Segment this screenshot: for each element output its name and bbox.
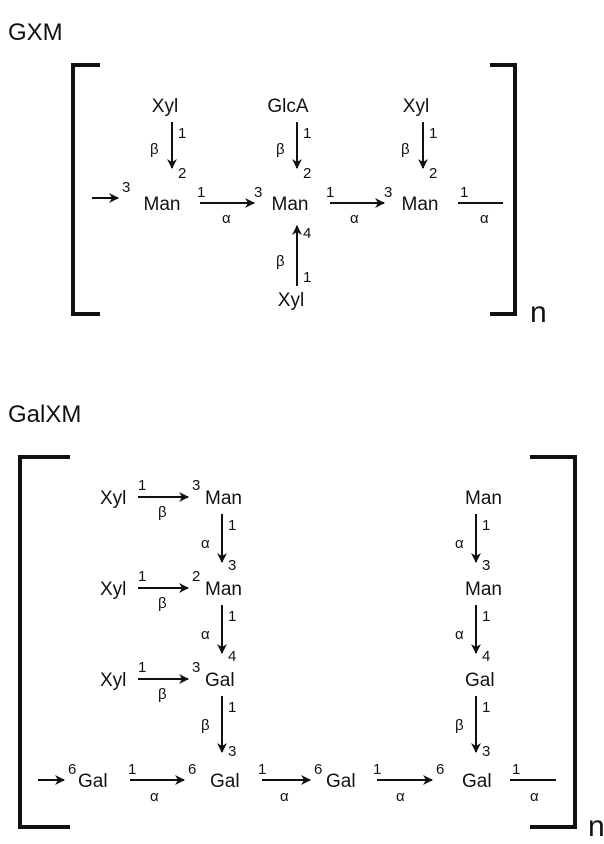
galxm-gal-branch-right: Gal [465,670,495,691]
galxm-gal-backbone-2: Gal [210,771,240,792]
gxm-exit-from: 1 [460,184,468,201]
galxm-lv1-anomer: α [201,535,210,552]
galxm-title: GalXM [8,401,81,428]
galxm-rv2-anomer: α [455,626,464,643]
galxm-bb3-anomer: α [396,788,405,805]
galxm-lv3-from: 1 [228,699,236,716]
gxm-structure: GXM n Xyl GlcA Xyl β 1 2 β 1 2 β 1 2 3 M… [8,19,547,329]
gxm-m1-from: 1 [197,184,205,201]
galxm-gal-backbone-1: Gal [78,771,108,792]
gxm-anomer-right: β [401,141,410,158]
galxm-rv2-to: 4 [482,648,490,665]
galxm-rv2-from: 1 [482,608,490,625]
galxm-lv2-to: 4 [228,648,236,665]
galxm-x2-anomer: β [158,595,167,612]
galxm-x1-to: 3 [192,477,200,494]
gxm-pos-center-to: 2 [303,165,311,182]
galxm-left-bracket [18,455,70,829]
galxm-right-bracket [530,455,577,829]
gxm-xyl-top-left: Xyl [152,96,178,117]
galxm-entry-pos: 6 [68,761,76,778]
galxm-xyl-2: Xyl [100,579,126,600]
gxm-m2-from: 1 [326,184,334,201]
galxm-man-r1: Man [465,488,502,509]
galxm-bb1-anomer: α [150,788,159,805]
gxm-pos-center-from: 1 [303,125,311,142]
galxm-x2-from: 1 [138,568,146,585]
gxm-pos-left-from: 1 [178,125,186,142]
galxm-x3-anomer: β [158,686,167,703]
gxm-left-bracket [71,63,100,316]
gxm-pos-bottom-from: 1 [303,269,311,286]
galxm-exit-anomer: α [530,788,539,805]
gxm-xyl-bottom: Xyl [278,290,304,311]
galxm-gal-branch-left: Gal [205,670,235,691]
galxm-man-r2: Man [465,579,502,600]
gxm-man-right: Man [402,194,439,215]
galxm-structure: GalXM n Xyl 1 β 3 Man α 1 3 Xyl 1 β 2 Ma… [8,401,604,843]
gxm-man-left: Man [144,194,181,215]
galxm-bb3-to: 6 [436,761,444,778]
galxm-lv1-from: 1 [228,517,236,534]
gxm-pos-bottom-to: 4 [303,225,311,242]
galxm-gal-backbone-3: Gal [326,771,356,792]
galxm-x1-anomer: β [158,504,167,521]
gxm-repeat-n: n [530,296,547,329]
gxm-pos-right-to: 2 [429,165,437,182]
galxm-man-2: Man [205,579,242,600]
galxm-rv3-to: 3 [482,743,490,760]
galxm-xyl-3: Xyl [100,670,126,691]
galxm-lv1-to: 3 [228,557,236,574]
galxm-rv1-to: 3 [482,557,490,574]
gxm-m2-anomer: α [350,210,359,227]
galxm-lv2-anomer: α [201,626,210,643]
galxm-bb2-anomer: α [280,788,289,805]
gxm-anomer-left: β [150,141,159,158]
galxm-lv2-from: 1 [228,608,236,625]
galxm-x3-from: 1 [138,659,146,676]
galxm-rv1-anomer: α [455,535,464,552]
galxm-bb2-to: 6 [314,761,322,778]
galxm-rv3-from: 1 [482,699,490,716]
galxm-rv3-anomer: β [455,717,464,734]
galxm-x2-to: 2 [192,568,200,585]
galxm-man-1: Man [205,488,242,509]
galxm-repeat-n: n [588,810,604,843]
gxm-m2-to: 3 [384,184,392,201]
gxm-pos-right-from: 1 [429,125,437,142]
gxm-entry-pos: 3 [122,179,130,196]
galxm-x3-to: 3 [192,659,200,676]
galxm-rv1-from: 1 [482,517,490,534]
galxm-bb1-from: 1 [128,761,136,778]
galxm-exit-from: 1 [512,761,520,778]
galxm-lv3-anomer: β [201,717,210,734]
gxm-m1-anomer: α [222,210,231,227]
galxm-bb1-to: 6 [188,761,196,778]
gxm-m1-to: 3 [254,184,262,201]
galxm-gal-backbone-4: Gal [462,771,492,792]
galxm-bb2-from: 1 [258,761,266,778]
galxm-xyl-1: Xyl [100,488,126,509]
gxm-pos-left-to: 2 [178,165,186,182]
gxm-exit-anomer: α [480,210,489,227]
gxm-right-bracket [490,63,517,316]
gxm-anomer-bottom: β [276,253,285,270]
galxm-bb3-from: 1 [373,761,381,778]
gxm-title: GXM [8,19,63,46]
gxm-anomer-center: β [276,141,285,158]
galxm-x1-from: 1 [138,477,146,494]
gxm-glca: GlcA [267,96,309,117]
gxm-man-center: Man [272,194,309,215]
galxm-lv3-to: 3 [228,743,236,760]
gxm-xyl-top-right: Xyl [403,96,429,117]
